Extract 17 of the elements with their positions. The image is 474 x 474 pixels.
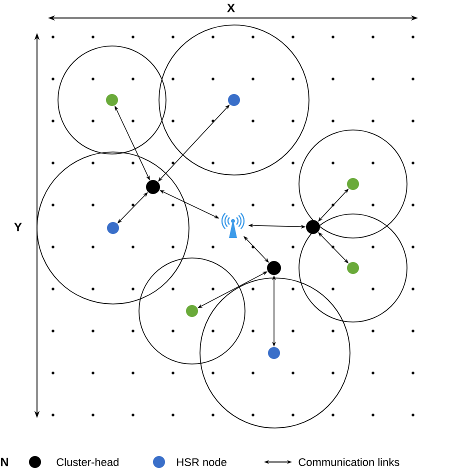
node-dot [107,222,119,234]
node-dot [347,178,359,190]
node-dot [347,262,359,274]
axis-label: Y [14,222,22,232]
legend-text: Cluster-head [56,458,118,466]
node-dot [268,347,280,359]
antenna-icon [221,212,245,238]
axis-label: X [227,4,235,12]
node-dot [267,261,281,275]
node-dot [228,94,240,106]
axis-label: N [1,458,8,466]
legend-text: Communication links [298,458,400,466]
legend-text: HSR node [177,458,226,466]
node-dot [186,305,198,317]
node-dot [106,94,118,106]
node-dot [306,220,320,234]
node-dot [146,180,160,194]
